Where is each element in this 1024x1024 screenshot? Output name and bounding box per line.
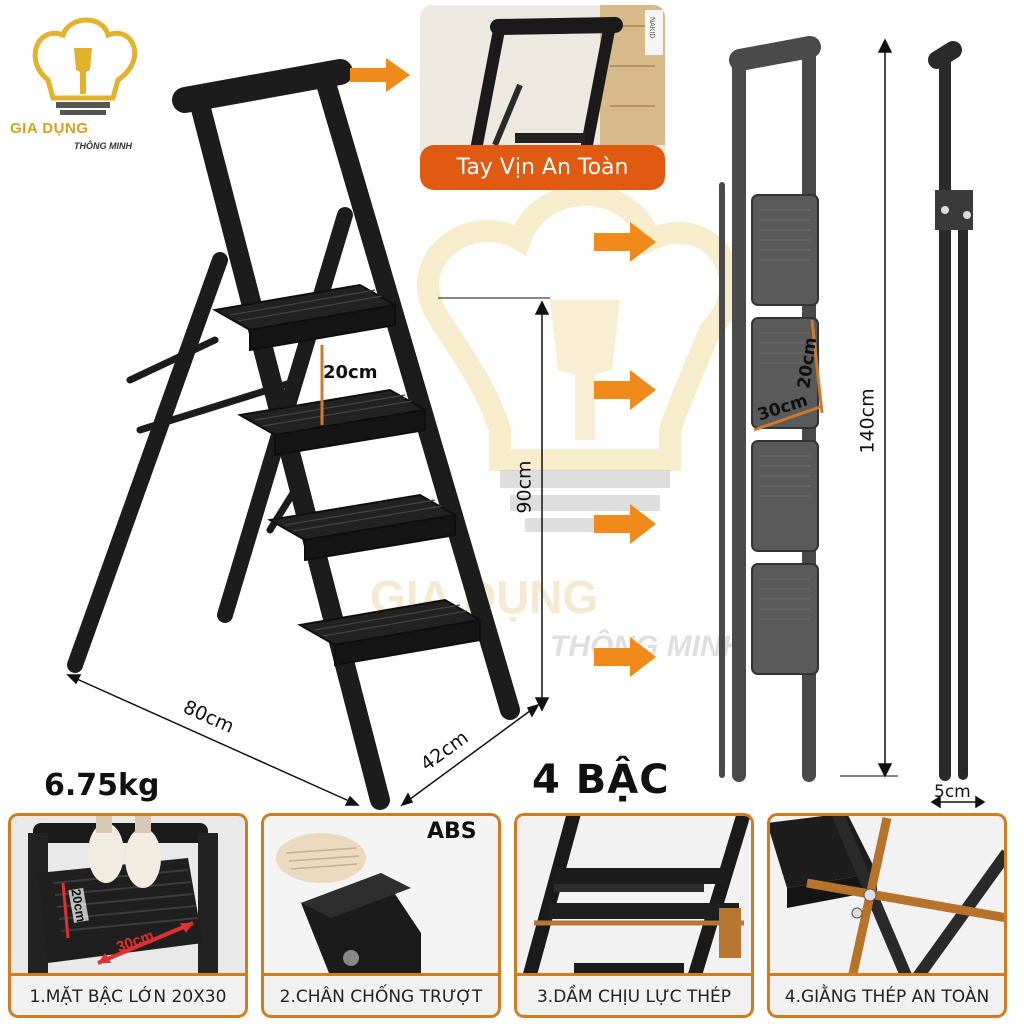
thickness-line (930, 795, 986, 809)
ladder-unfolded (67, 59, 520, 810)
handrail-photo: NAKID Tay Vịn An Toàn (420, 5, 665, 190)
callout-arrow-icon (350, 58, 410, 92)
folded-height-label: 140cm (856, 388, 879, 454)
handrail-label: Tay Vịn An Toàn (420, 145, 665, 190)
step-gap-label: 20cm (323, 362, 378, 383)
feature-panel-4: 4.GIẰNG THÉP AN TOÀN (767, 813, 1007, 1018)
dimension-lines (66, 297, 550, 807)
feature-panel-1: 20cm 30cm 1.MẶT BẬC LỚN 20X30 (8, 813, 248, 1018)
weight-label: 6.75kg (44, 768, 160, 803)
ladder-folded-side (928, 41, 973, 781)
brand-sub: THÔNG MINH (74, 141, 132, 151)
right-arrow-icon (594, 222, 656, 262)
feature-3-caption: 3.DẦM CHỊU LỰC THÉP (514, 973, 754, 1018)
feature-2-caption: 2.CHÂN CHỐNG TRƯỢT (261, 973, 501, 1018)
ladder-folded-front (719, 36, 824, 782)
brand-logo: GIA DỤNG THÔNG MINH (8, 10, 158, 160)
arrow-icons (594, 222, 656, 677)
chef-bulb-logo-icon (32, 17, 138, 115)
feature-1-caption: 1.MẶT BẬC LỚN 20X30 (8, 973, 248, 1018)
abs-badge: ABS (427, 819, 477, 844)
steps-label: 4 BẬC (532, 757, 670, 803)
right-arrow-icon (594, 637, 656, 677)
folded-height-line (840, 38, 898, 778)
folded-thickness-label: 5cm (934, 782, 971, 802)
right-arrow-icon (594, 370, 656, 410)
brand-name: GIA DỤNG (10, 120, 89, 137)
photo-book-text: NAKID (648, 17, 655, 39)
height-label: 90cm (513, 460, 536, 514)
right-arrow-icon (594, 504, 656, 544)
feature-panel-2: ABS 2.CHÂN CHỐNG TRƯỢT (261, 813, 501, 1018)
feature-panel-3: 3.DẦM CHỊU LỰC THÉP (514, 813, 754, 1018)
feature-4-caption: 4.GIẰNG THÉP AN TOÀN (767, 973, 1007, 1018)
